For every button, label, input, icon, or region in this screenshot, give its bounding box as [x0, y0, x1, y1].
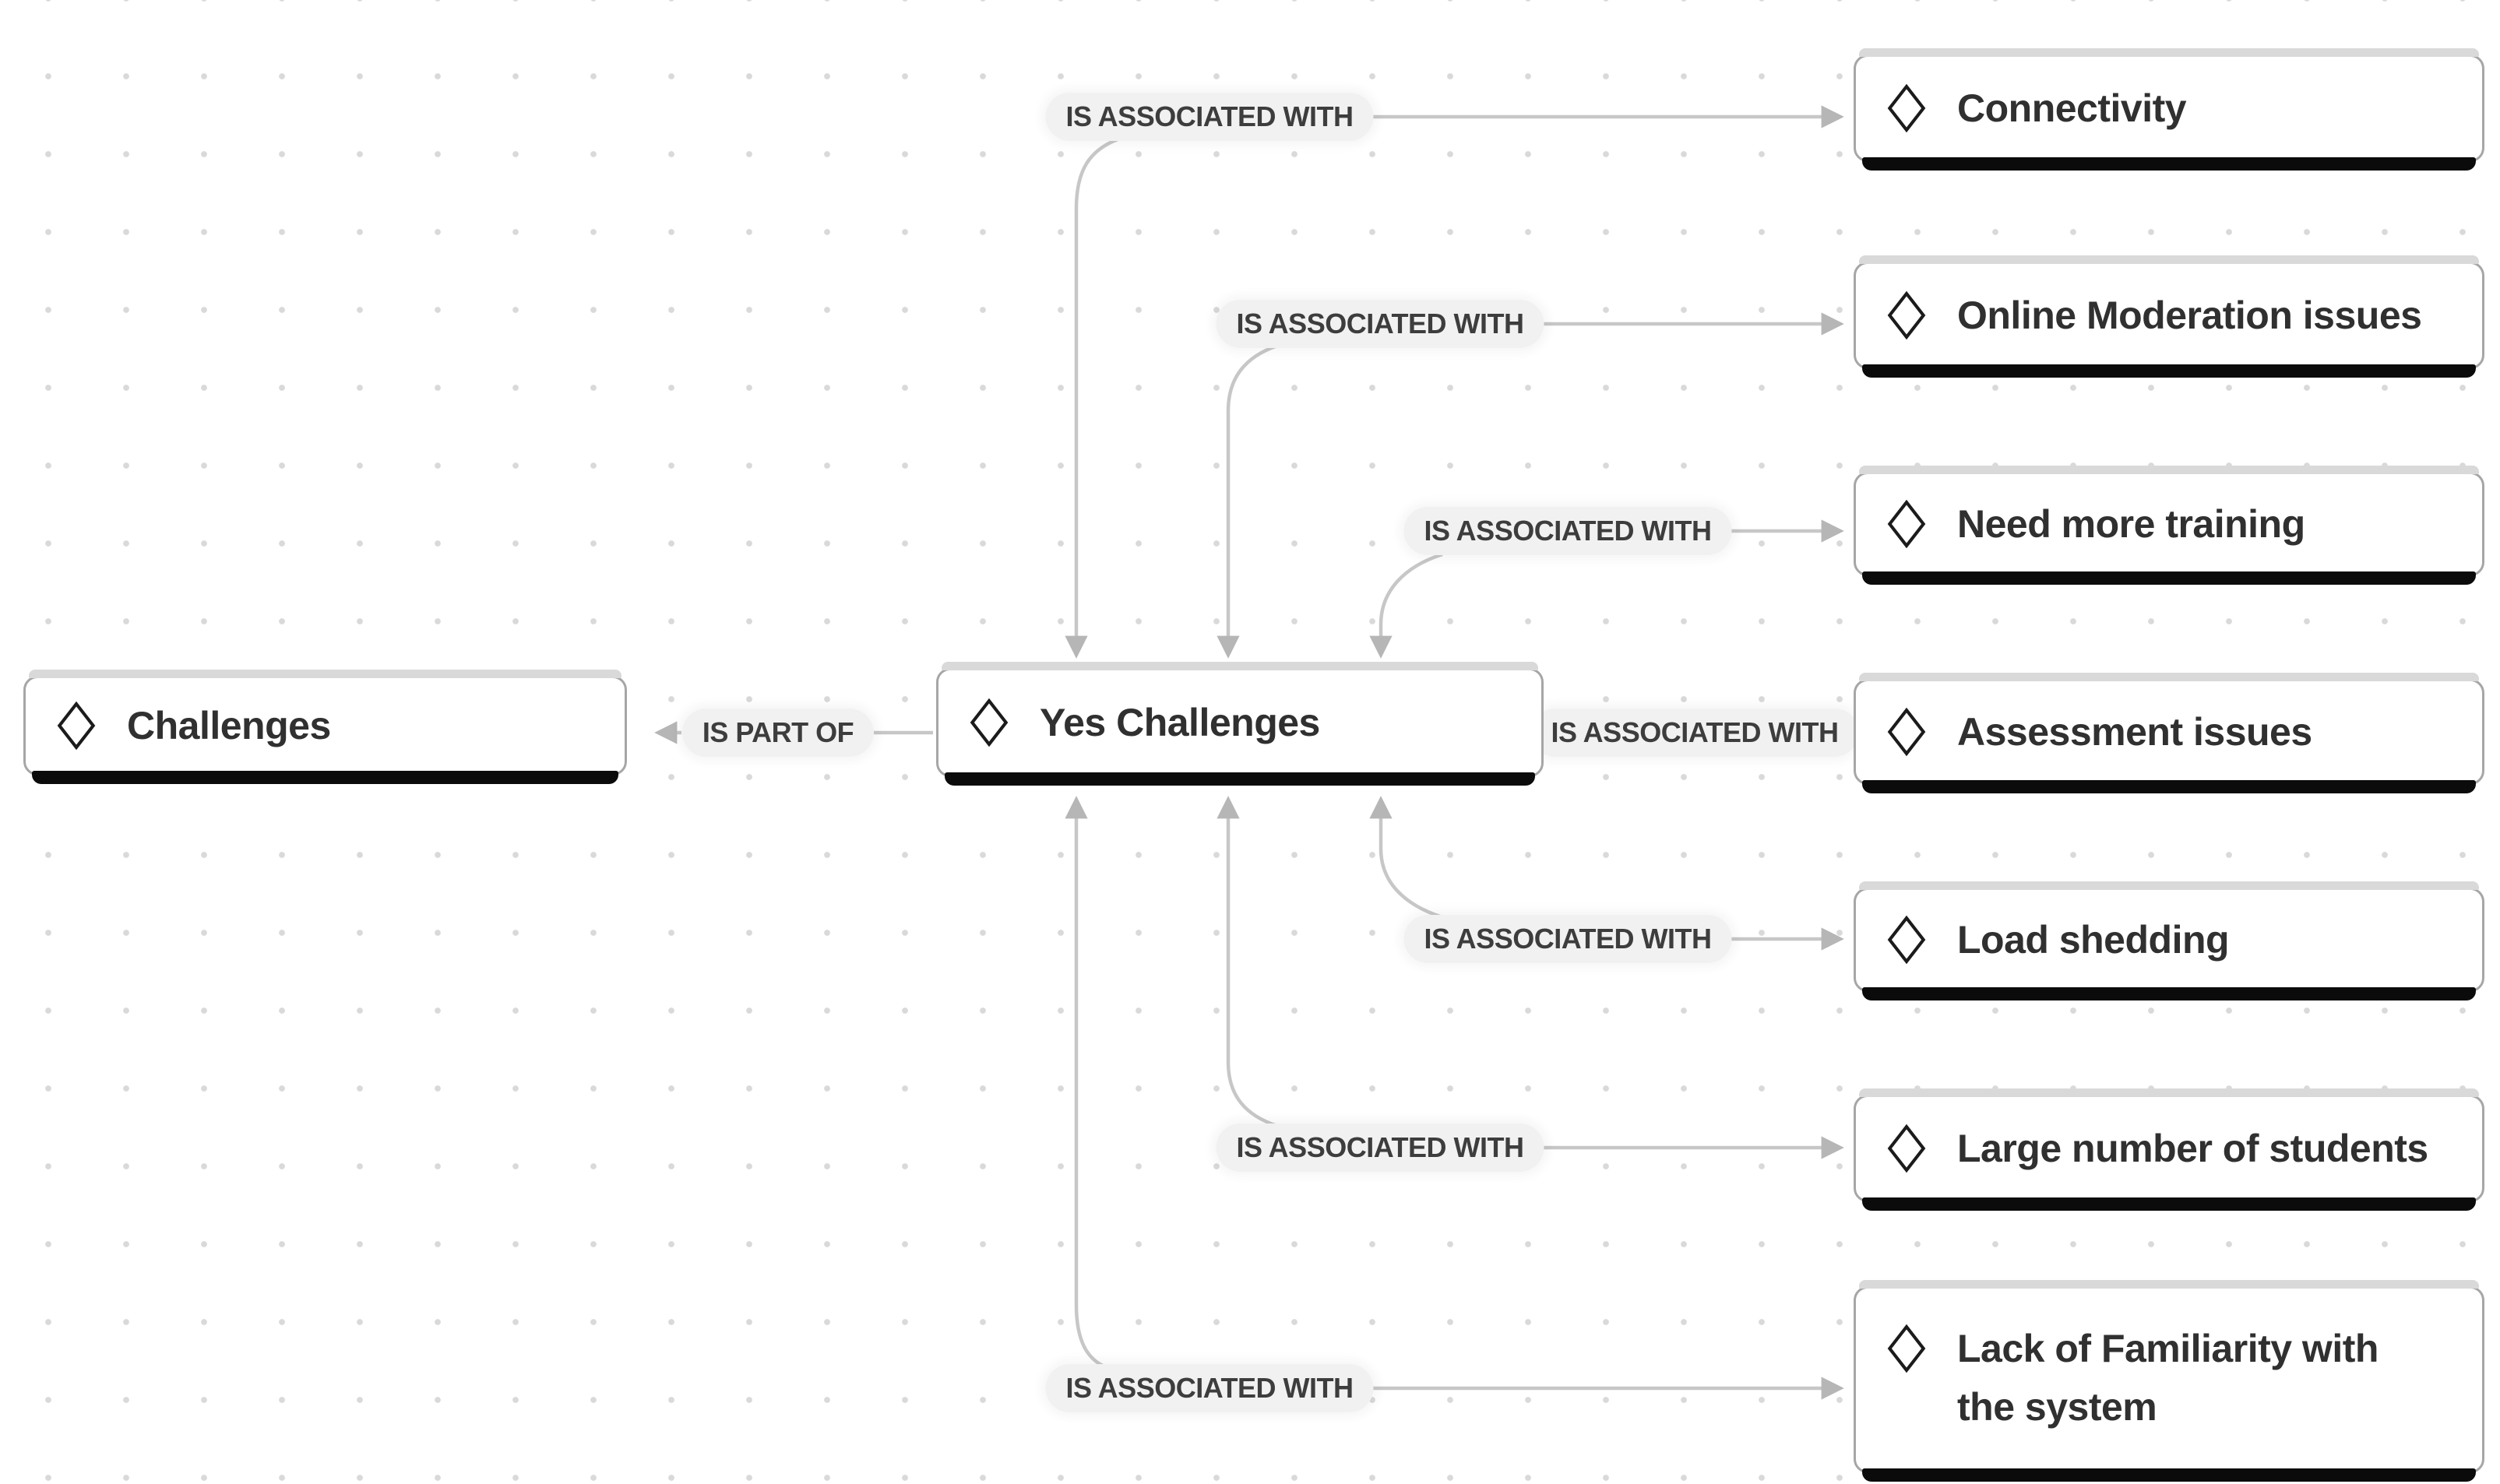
node-label: Lack of Familiarity with the system [1957, 1327, 2379, 1429]
node-lack-of-familiarity[interactable]: Lack of Familiarity with the system [1854, 1280, 2484, 1482]
diamond-icon [1887, 916, 1926, 964]
link-label-assoc-assessment[interactable]: IS ASSOCIATED WITH [1530, 709, 1859, 757]
edge-online-down [1217, 343, 1278, 659]
node-label: Large number of students [1957, 1126, 2428, 1170]
node-label: Challenges [127, 703, 331, 747]
diamond-icon [1887, 500, 1926, 548]
node-load-shedding[interactable]: Load shedding [1854, 881, 2484, 1000]
diamond-icon [1887, 708, 1926, 756]
link-label-assoc-load-shedding[interactable]: IS ASSOCIATED WITH [1403, 915, 1732, 963]
diamond-icon [970, 698, 1009, 747]
link-label-is-part-of[interactable]: IS PART OF [681, 709, 875, 757]
edge-lack-up [1065, 796, 1107, 1370]
edge-training-down [1369, 552, 1443, 659]
edge-loadshedding-up [1369, 796, 1443, 920]
node-label: Connectivity [1957, 86, 2187, 130]
node-need-more-training[interactable]: Need more training [1854, 466, 2484, 585]
node-label: Yes Challenges [1040, 700, 1320, 744]
link-label-assoc-online-moderation[interactable]: IS ASSOCIATED WITH [1216, 300, 1544, 348]
link-label-assoc-connectivity[interactable]: IS ASSOCIATED WITH [1045, 93, 1374, 141]
diamond-icon [1887, 1124, 1926, 1173]
node-label: Assessment issues [1957, 709, 2312, 754]
node-connectivity[interactable]: Connectivity [1854, 48, 2484, 171]
link-label-assoc-large-number[interactable]: IS ASSOCIATED WITH [1216, 1124, 1544, 1172]
edge-connectivity-down [1065, 136, 1121, 659]
diamond-icon [1887, 291, 1926, 339]
node-label: Need more training [1957, 501, 2305, 546]
link-label-assoc-lack-familiarity[interactable]: IS ASSOCIATED WITH [1045, 1364, 1374, 1412]
node-large-number-of-students[interactable]: Large number of students [1854, 1088, 2484, 1211]
diamond-icon [1887, 84, 1926, 132]
link-label-assoc-need-training[interactable]: IS ASSOCIATED WITH [1403, 507, 1732, 555]
diamond-icon [57, 702, 96, 750]
node-label: Online Moderation issues [1957, 293, 2422, 337]
node-challenges[interactable]: Challenges [23, 670, 627, 784]
node-yes-challenges[interactable]: Yes Challenges [936, 662, 1544, 786]
node-assessment-issues[interactable]: Assessment issues [1854, 673, 2484, 793]
edge-largenumber-up [1217, 796, 1278, 1128]
node-online-moderation-issues[interactable]: Online Moderation issues [1854, 255, 2484, 378]
node-label: Load shedding [1957, 917, 2230, 962]
diamond-icon [1887, 1324, 1926, 1373]
